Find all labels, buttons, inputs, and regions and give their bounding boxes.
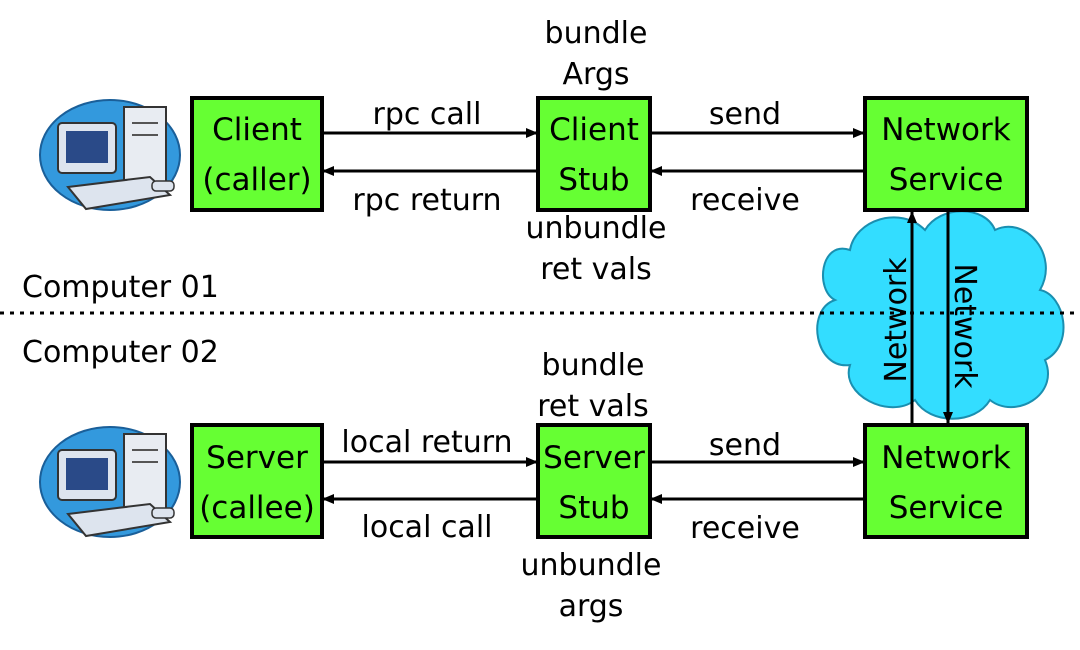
receive-label-top: receive <box>690 183 800 218</box>
server-box: Server (callee) <box>190 423 324 539</box>
svg-text:Service: Service <box>889 490 1004 526</box>
network-label-left: Network <box>879 257 914 383</box>
send-label-bottom: send <box>709 428 781 463</box>
unbundle-args-label-2: args <box>559 589 624 624</box>
svg-text:Server: Server <box>206 440 308 476</box>
svg-text:(callee): (callee) <box>199 490 315 526</box>
bundle-ret-vals-label: bundle <box>542 348 645 383</box>
svg-text:Server: Server <box>543 440 645 476</box>
server-stub-box: Server Stub <box>536 423 652 539</box>
computer-icon <box>39 99 181 211</box>
network-service-box-bottom: Network Service <box>863 423 1029 539</box>
unbundle-args-label: unbundle <box>521 548 662 583</box>
bundle-args-label: bundle <box>545 16 648 51</box>
bundle-args-label-2: Args <box>562 57 629 92</box>
svg-text:Stub: Stub <box>558 490 629 526</box>
svg-text:Client: Client <box>212 112 302 148</box>
computer-icon <box>39 426 181 538</box>
svg-text:(caller): (caller) <box>202 162 311 198</box>
network-cloud <box>816 210 1065 420</box>
bundle-ret-vals-label-2: ret vals <box>537 389 649 424</box>
receive-label-bottom: receive <box>690 511 800 546</box>
svg-text:Client: Client <box>549 112 639 148</box>
network-label-right: Network <box>947 263 982 389</box>
svg-text:Stub: Stub <box>558 162 629 198</box>
svg-text:Network: Network <box>881 112 1010 148</box>
rpc-call-label: rpc call <box>373 97 482 132</box>
rpc-return-label: rpc return <box>352 183 501 218</box>
client-stub-box: Client Stub <box>536 96 652 212</box>
local-call-label: local call <box>362 510 493 545</box>
unbundle-ret-vals-label: unbundle <box>526 211 667 246</box>
send-label-top: send <box>709 97 781 132</box>
svg-text:Network: Network <box>881 440 1010 476</box>
unbundle-ret-vals-label-2: ret vals <box>540 252 652 287</box>
network-service-box-top: Network Service <box>863 96 1029 212</box>
svg-text:Service: Service <box>889 162 1004 198</box>
local-return-label: local return <box>341 425 512 460</box>
computer-02-label: Computer 02 <box>22 335 219 370</box>
client-box: Client (caller) <box>190 96 324 212</box>
computer-01-label: Computer 01 <box>22 270 219 305</box>
